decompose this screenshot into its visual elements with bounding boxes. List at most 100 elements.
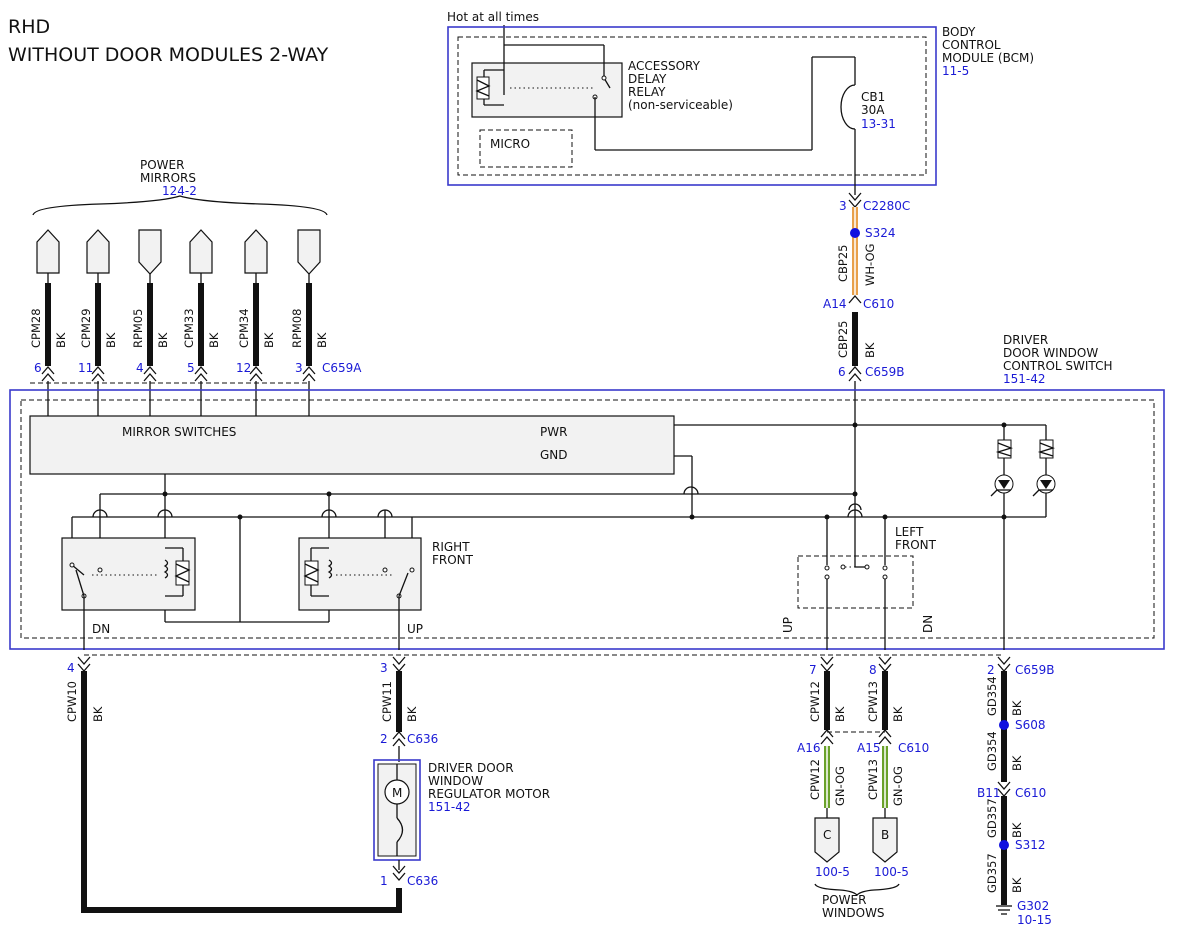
circuit-breaker-cb1 — [840, 84, 856, 130]
cpw10-color-label: BK — [91, 706, 105, 722]
left-front-line2: FRONT — [895, 538, 937, 552]
illumination-led-right — [1032, 439, 1056, 497]
cbp25-bot-color: BK — [863, 342, 877, 358]
c610-pin-a15: A15 — [857, 741, 880, 755]
cbp25-circuit: 3 C2280C S324 CBP25 WH-OG A14 C610 CBP25… — [823, 192, 910, 425]
left-front-line1: LEFT — [895, 525, 924, 539]
gd354-b-color: BK — [1010, 755, 1024, 771]
power-windows-line1: POWER — [822, 893, 866, 907]
micro-label: MICRO — [490, 137, 530, 151]
power-mirrors-ref: 124-2 — [162, 184, 197, 198]
bcm-name-line1: BODY — [942, 25, 976, 39]
cb1-ref: 13-31 — [861, 117, 896, 131]
power-windows-line2: WINDOWS — [822, 906, 885, 920]
driver-window-regulator-motor: M 1 C636 DRIVER DOOR WINDOW REGULATOR MO… — [373, 759, 550, 888]
mirror-wire-color-4: BK — [207, 332, 221, 348]
cpw10-pin: 4 — [67, 661, 75, 675]
motor-ref: 151-42 — [428, 800, 471, 814]
relay-label-line3: RELAY — [628, 85, 666, 99]
c659b-pin-2: 2 — [987, 663, 995, 677]
splice-s324 — [850, 228, 860, 238]
diagram-title-line1: RHD — [8, 16, 50, 38]
diagram-title-line2: WITHOUT DOOR MODULES 2-WAY — [8, 44, 329, 66]
cpw12-circuit: 7 CPW12 BK A16 CPW12 GN-OG C 100-5 — [797, 656, 850, 879]
mirror-wire-color-2: BK — [104, 332, 118, 348]
motor-name-line2: WINDOW — [428, 774, 483, 788]
power-mirrors-brace — [32, 195, 328, 216]
mirror-connector-5 — [244, 229, 268, 274]
power-mirrors-line2: MIRRORS — [140, 171, 196, 185]
mirror-connector-1 — [36, 229, 60, 274]
hot-at-all-times-label: Hot at all times — [447, 10, 539, 24]
splice-s608 — [999, 720, 1009, 730]
mirror-connector-6 — [297, 229, 321, 275]
power-windows-c-label: C — [823, 828, 831, 842]
cpw12-color-label: BK — [833, 706, 847, 722]
s312-label: S312 — [1015, 838, 1046, 852]
cbp25-top-color: WH-OG — [863, 244, 877, 286]
gd354-a-color: BK — [1010, 700, 1024, 716]
up-label: UP — [407, 622, 423, 636]
gd357-a-color: BK — [1010, 822, 1024, 838]
c610-pin-a14: A14 — [823, 297, 846, 311]
cpw11-pin: 3 — [380, 661, 388, 675]
bcm-name-line2: CONTROL — [942, 38, 1001, 52]
gd354-a-circuit: GD354 — [985, 676, 999, 716]
c636-pin-2: 2 — [380, 732, 388, 746]
mirror-wire-pin-4: 5 — [187, 361, 195, 375]
c659b-pin-6: 6 — [838, 365, 846, 379]
bcm-ref: 11-5 — [942, 64, 969, 78]
gd357-b-circuit: GD357 — [985, 853, 999, 893]
bcm-inner-border — [457, 36, 927, 176]
switch-name-line1: DRIVER — [1003, 333, 1048, 347]
mirror-wire-pin-6: 3 — [295, 361, 303, 375]
power-windows-b-ref: 100-5 — [874, 865, 909, 879]
driver-door-window-control-switch: DRIVER DOOR WINDOW CONTROL SWITCH 151-42… — [9, 333, 1165, 656]
cpw13-color-label: BK — [891, 706, 905, 722]
c636-label-bottom: C636 — [407, 874, 438, 888]
mirror-wire-color-5: BK — [262, 332, 276, 348]
mirror-wire-color-1: BK — [54, 332, 68, 348]
switch-name-line3: CONTROL SWITCH — [1003, 359, 1112, 373]
mirror-wire-circuit-5: CPM34 — [237, 308, 251, 348]
c610-label-bottom: C610 — [1015, 786, 1046, 800]
lf-up-label: UP — [781, 617, 795, 633]
gd357-a-circuit: GD357 — [985, 798, 999, 838]
power-windows-connector-c — [814, 817, 840, 863]
bcm-outer-border — [447, 26, 937, 186]
cpw12-lower-color: GN-OG — [833, 766, 847, 806]
mirror-wire-pin-3: 4 — [136, 361, 144, 375]
mirror-wire-circuit-6: RPM08 — [290, 309, 304, 348]
relay-label-line1: ACCESSORY — [628, 59, 701, 73]
mirror-wire-circuit-2: CPM29 — [79, 308, 93, 348]
mirror-connector-4 — [189, 229, 213, 274]
mirror-wire-color-6: BK — [315, 332, 329, 348]
g302-label: G302 — [1017, 899, 1049, 913]
power-windows-c-ref: 100-5 — [815, 865, 850, 879]
c2280c-pin: 3 — [839, 199, 847, 213]
switch-name-line2: DOOR WINDOW — [1003, 346, 1098, 360]
switch-inner-border — [20, 399, 1155, 639]
cb1-rating: 30A — [861, 103, 885, 117]
cpw13-lower-color: GN-OG — [891, 766, 905, 806]
mirror-connector-3 — [138, 229, 162, 275]
pwr-label: PWR — [540, 425, 567, 439]
c636-label-top: C636 — [407, 732, 438, 746]
mirror-wire-color-3: BK — [156, 332, 170, 348]
illumination-led-left — [990, 439, 1014, 650]
motor-thermal-breaker — [396, 817, 404, 843]
s324-label: S324 — [865, 226, 896, 240]
mirror-wire-circuit-1: CPM28 — [29, 308, 43, 348]
c610-label-mid: C610 — [898, 741, 929, 755]
ground-circuit: 2 C659B GD354 BK S608 GD354 BK B11 C610 … — [977, 656, 1055, 927]
mirror-wire-pin-5: 12 — [236, 361, 251, 375]
relay-label-line4: (non-serviceable) — [628, 98, 733, 112]
s608-label: S608 — [1015, 718, 1046, 732]
cpw11-circuit-label: CPW11 — [380, 681, 394, 722]
cpw12-circuit-label: CPW12 — [808, 681, 822, 722]
relay-label-line2: DELAY — [628, 72, 667, 86]
